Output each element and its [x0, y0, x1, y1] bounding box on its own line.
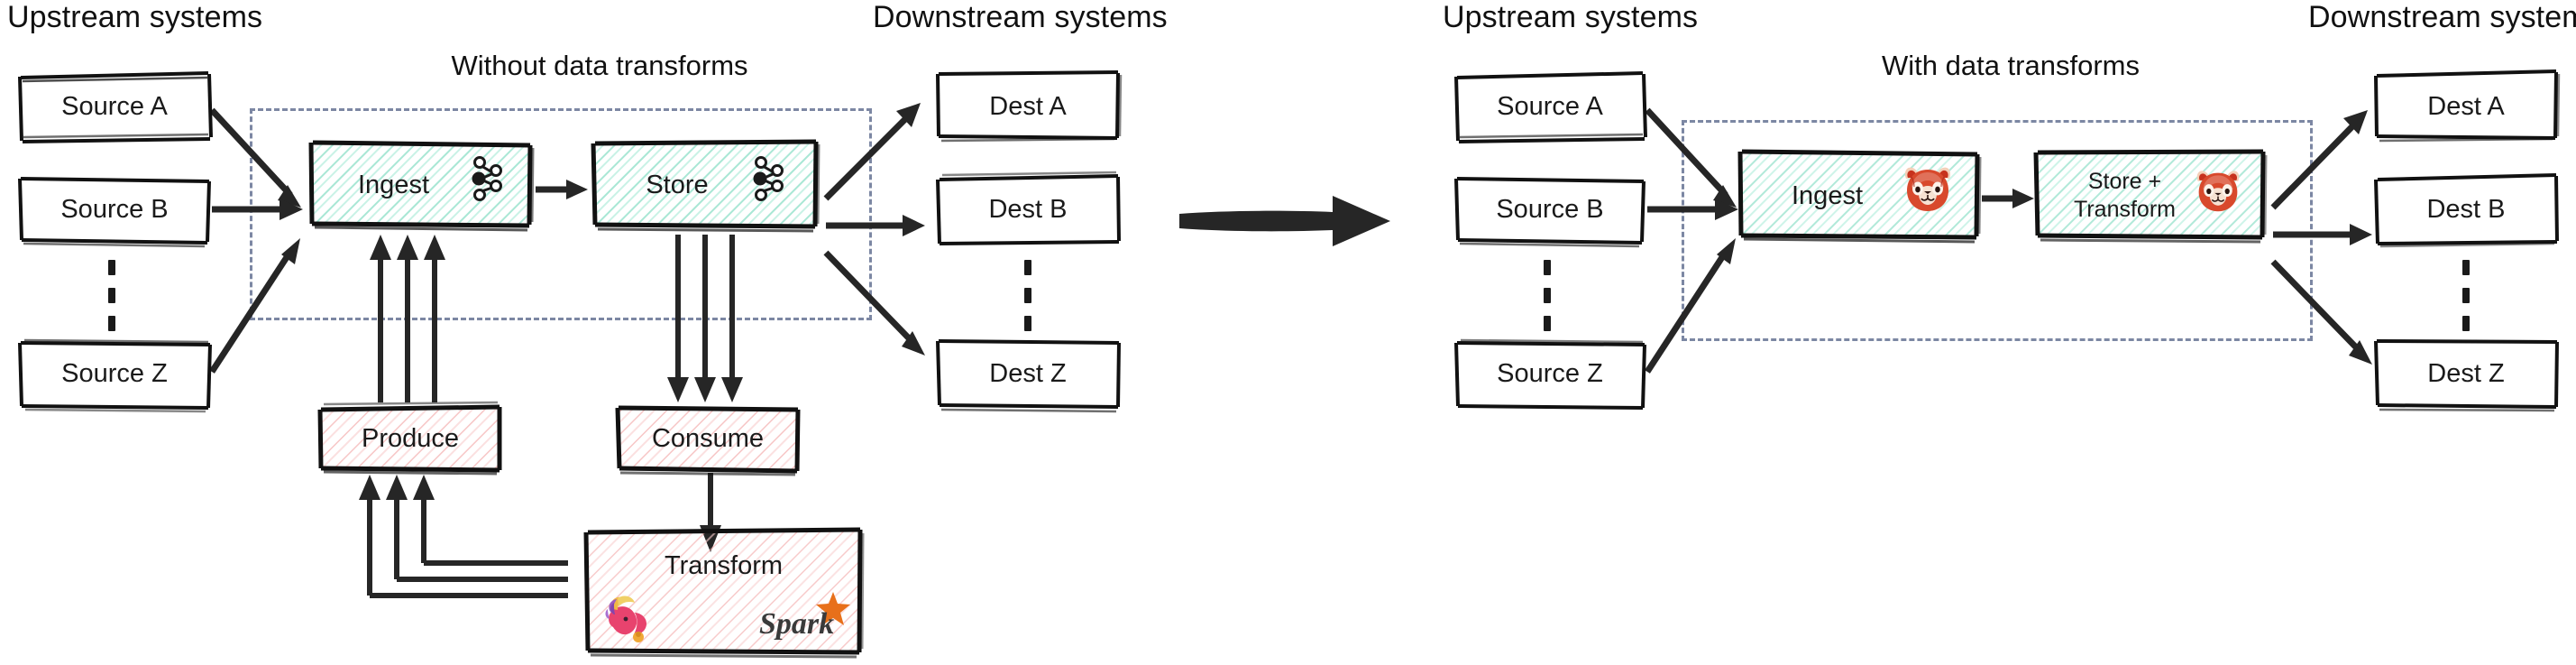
sketch-outline — [1454, 177, 1646, 248]
flink-squirrel-icon — [605, 596, 646, 642]
left-dest-b-box[interactable]: Dest B — [936, 171, 1121, 245]
left-dest-z-label: Dest Z — [989, 358, 1067, 388]
right-source-z-label: Source Z — [1497, 358, 1603, 388]
left-dest-b-label: Dest B — [988, 194, 1068, 224]
right-downstream-heading: Downstream systems — [2308, 0, 2576, 34]
right-store-transform-box[interactable]: Store + Transform — [2033, 149, 2268, 244]
right-source-b-box[interactable]: Source B — [1454, 177, 1646, 248]
sketch-outline — [2374, 173, 2559, 248]
right-ingest-label: Ingest — [1792, 180, 1863, 210]
sketch-outline — [936, 70, 1123, 143]
redpanda-icon — [2196, 171, 2240, 212]
left-downstream-heading: Downstream systems — [873, 0, 1168, 34]
sketch-outline — [936, 339, 1121, 413]
left-produce-box[interactable]: Produce — [317, 401, 502, 476]
left-source-z-box[interactable]: Source Z — [18, 338, 212, 413]
kafka-icon — [472, 156, 502, 201]
right-dest-b-label: Dest B — [2426, 194, 2506, 224]
sketch-outline — [18, 177, 211, 248]
left-dest-ellipsis — [1024, 260, 1031, 344]
right-upstream-heading: Upstream systems — [1443, 0, 1699, 34]
left-panel-title: Without data transforms — [451, 50, 748, 81]
left-ingest-label: Ingest — [358, 171, 429, 200]
left-dest-a-box[interactable]: Dest A — [936, 70, 1123, 143]
sketch-outline — [615, 405, 801, 476]
redpanda-icon — [1904, 167, 1951, 211]
sketch-outline — [1454, 338, 1646, 410]
kafka-icon — [753, 156, 784, 201]
left-transform-box[interactable]: Transform — [583, 527, 865, 659]
left-source-ellipsis — [108, 260, 115, 344]
left-upstream-heading: Upstream systems — [7, 0, 263, 34]
left-store-label: Store — [646, 171, 709, 200]
right-source-a-box[interactable]: Source A — [1454, 71, 1647, 143]
right-source-a-label: Source A — [1497, 91, 1603, 121]
sketch-outline — [2374, 339, 2559, 412]
left-transform-label: Transform — [664, 551, 784, 580]
left-source-a-box[interactable]: Source A — [18, 71, 213, 143]
left-consume-label: Consume — [651, 423, 765, 453]
sketch-outline — [583, 527, 865, 659]
sketch-outline — [936, 171, 1121, 245]
right-dest-a-box[interactable]: Dest A — [2374, 69, 2561, 143]
left-consume-box[interactable]: Consume — [615, 405, 801, 476]
sketch-outline — [18, 338, 212, 413]
right-store-transform-label-line1: Store + — [2087, 168, 2162, 194]
transition-arrow-icon — [1179, 196, 1390, 246]
right-source-ellipsis — [1544, 260, 1551, 344]
left-platform-boundary — [250, 108, 872, 320]
right-dest-ellipsis — [2462, 260, 2470, 344]
spark-logo-icon: Spark — [759, 592, 850, 641]
left-source-a-label: Source A — [61, 91, 168, 121]
left-source-z-label: Source Z — [61, 358, 168, 388]
sketch-outline — [2374, 69, 2561, 143]
sketch-outline — [1454, 71, 1647, 143]
left-source-b-label: Source B — [60, 194, 169, 224]
left-dest-a-label: Dest A — [989, 91, 1067, 121]
left-produce-label: Produce — [361, 423, 459, 453]
right-source-z-box[interactable]: Source Z — [1454, 338, 1646, 410]
right-dest-a-label: Dest A — [2427, 91, 2505, 121]
right-panel-title: With data transforms — [1882, 50, 2140, 81]
svg-text:Spark: Spark — [759, 607, 834, 641]
right-platform-boundary — [1682, 120, 2313, 341]
right-store-transform-label-line2: Transform — [2074, 197, 2176, 222]
right-dest-b-box[interactable]: Dest B — [2374, 173, 2559, 248]
left-source-b-box[interactable]: Source B — [18, 177, 211, 248]
right-dest-z-label: Dest Z — [2427, 358, 2505, 388]
sketch-outline — [18, 71, 213, 143]
sketch-outline — [317, 401, 502, 476]
right-dest-z-box[interactable]: Dest Z — [2374, 339, 2559, 412]
left-dest-z-box[interactable]: Dest Z — [936, 339, 1121, 413]
sketch-outline — [2033, 149, 2268, 244]
right-source-b-label: Source B — [1496, 194, 1604, 224]
